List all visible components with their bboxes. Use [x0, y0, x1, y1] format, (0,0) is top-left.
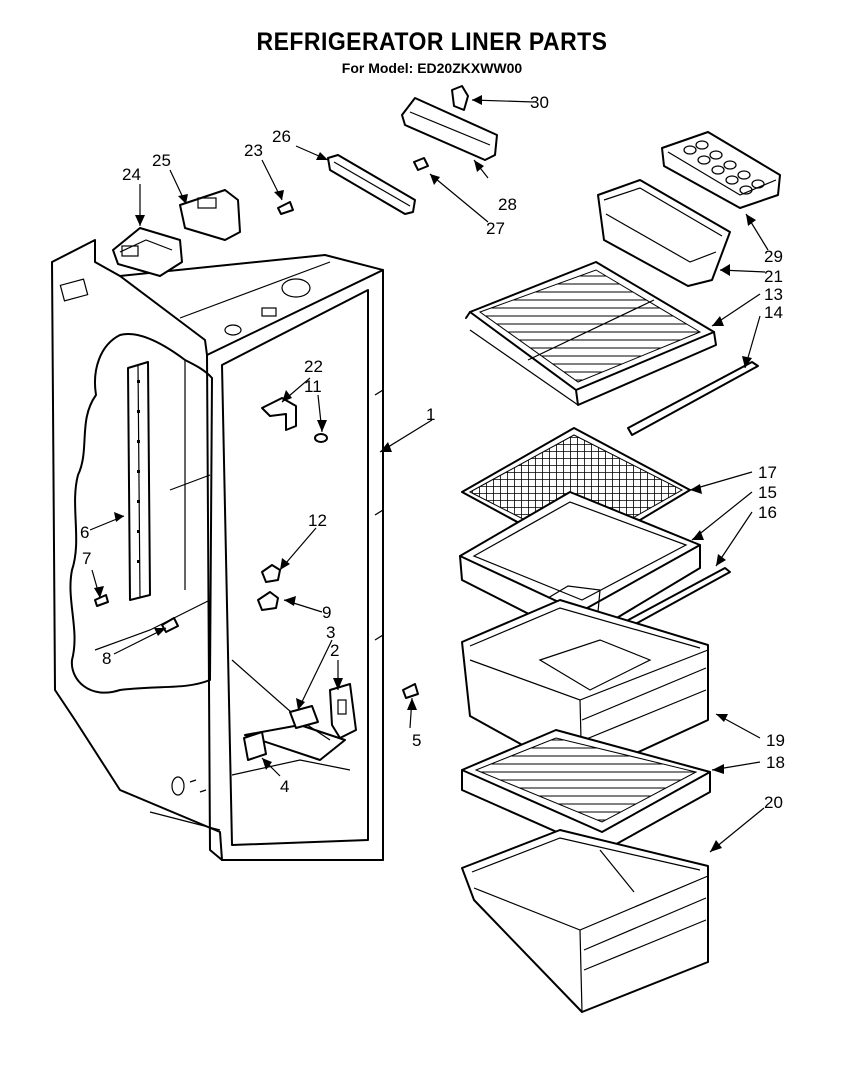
part-label-1: 1	[426, 405, 435, 424]
part-label-5: 5	[412, 731, 421, 750]
part-label-25: 25	[152, 151, 171, 170]
drawer-cover	[461, 729, 711, 853]
part-label-24: 24	[122, 165, 141, 184]
arrowheads	[94, 95, 756, 852]
part-label-7: 7	[82, 549, 91, 568]
part-label-20: 20	[764, 793, 783, 812]
part-label-17: 17	[758, 463, 777, 482]
control-housing	[112, 189, 294, 277]
part-label-11: 11	[304, 377, 322, 396]
part-label-16: 16	[758, 503, 777, 522]
part-label-29: 29	[764, 247, 783, 266]
part-label-2: 2	[330, 641, 339, 660]
part-label-15: 15	[758, 483, 777, 502]
bottom-drawer	[461, 829, 709, 1013]
part-label-30: 30	[530, 93, 549, 112]
part-label-12: 12	[308, 511, 327, 530]
ice-bin	[597, 179, 731, 287]
part-label-13: 13	[764, 285, 783, 304]
part-labels: 30 28 27 26 23 25 24 29 21 13 14 1 17 15…	[80, 93, 785, 812]
part-label-6: 6	[80, 523, 89, 542]
part-label-3: 3	[326, 623, 335, 642]
model-subtitle: For Model: ED20ZKXWW00	[341, 60, 523, 76]
part-label-27: 27	[486, 219, 505, 238]
part-label-9: 9	[322, 603, 331, 622]
diagram-title: REFRIGERATOR LINER PARTS	[256, 28, 608, 56]
shelf-trim-strip	[627, 361, 759, 436]
liner-hardware	[94, 397, 419, 761]
part-label-4: 4	[280, 777, 289, 796]
part-label-26: 26	[272, 127, 291, 146]
ice-tray	[661, 131, 781, 209]
top-rails	[327, 85, 498, 215]
crisper-drawer	[461, 599, 709, 779]
part-label-19: 19	[766, 731, 785, 750]
part-label-21: 21	[764, 267, 783, 286]
part-label-8: 8	[102, 649, 111, 668]
part-label-14: 14	[764, 303, 783, 322]
part-label-23: 23	[244, 141, 263, 160]
wire-shelf	[465, 261, 717, 406]
refrigerator-liner	[51, 239, 384, 861]
part-label-18: 18	[766, 753, 785, 772]
part-label-22: 22	[304, 357, 323, 376]
part-label-28: 28	[498, 195, 517, 214]
